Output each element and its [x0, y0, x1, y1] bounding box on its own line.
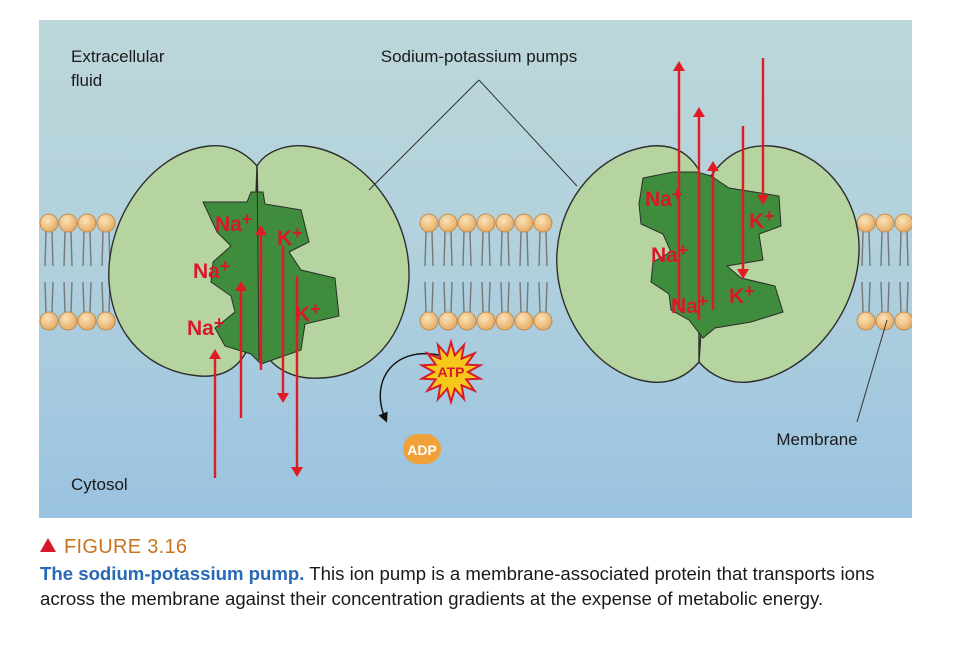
right-k-ion-2: K+: [729, 281, 755, 308]
pump-left: [108, 145, 410, 379]
lipid-bilayer: [39, 213, 912, 331]
figure-caption: FIGURE 3.16 The sodium-potassium pump. T…: [40, 534, 920, 611]
caption-body: This ion pump is a membrane-associated p…: [40, 563, 875, 609]
sodium-potassium-pump-diagram: ATP ADP Na+ Na+ Na+ K+ K+ Na+ Na+ Na+ K+…: [39, 20, 912, 518]
left-k-ion-2: K+: [295, 299, 321, 326]
right-na-ion-2: Na+: [651, 240, 688, 267]
right-k-ion-1: K+: [749, 206, 775, 233]
membrane-label: Membrane: [776, 430, 857, 449]
left-na-ion-2: Na+: [193, 256, 230, 283]
pump-right-binding-site: [638, 171, 784, 339]
atp-burst: ATP: [418, 338, 484, 406]
figure-number: FIGURE 3.16: [40, 534, 920, 560]
pump-right: [556, 145, 860, 383]
pumps-label: Sodium-potassium pumps: [381, 47, 578, 66]
caption-text: The sodium-potassium pump. This ion pump…: [40, 561, 920, 611]
right-na-ion-1: Na+: [645, 184, 682, 211]
triangle-icon: [40, 538, 56, 552]
extracellular-label-line1: Extracellular: [71, 47, 165, 66]
figure-number-text: FIGURE 3.16: [64, 536, 188, 558]
left-k-ion-1: K+: [277, 223, 303, 250]
ion-transport-arrows: [209, 58, 769, 478]
right-na-ion-3: Na+: [671, 291, 708, 318]
extracellular-label-line2: fluid: [71, 71, 102, 90]
left-na-ion-1: Na+: [215, 209, 252, 236]
pump-left-binding-site: [202, 191, 340, 365]
left-na-ion-3: Na+: [187, 313, 224, 340]
adp-badge: ADP: [403, 434, 441, 464]
adp-label: ADP: [407, 442, 437, 458]
caption-title: The sodium-potassium pump.: [40, 563, 305, 584]
cytosol-label: Cytosol: [71, 475, 128, 494]
atp-label: ATP: [438, 364, 465, 380]
pump-label-leaders: [368, 79, 888, 423]
